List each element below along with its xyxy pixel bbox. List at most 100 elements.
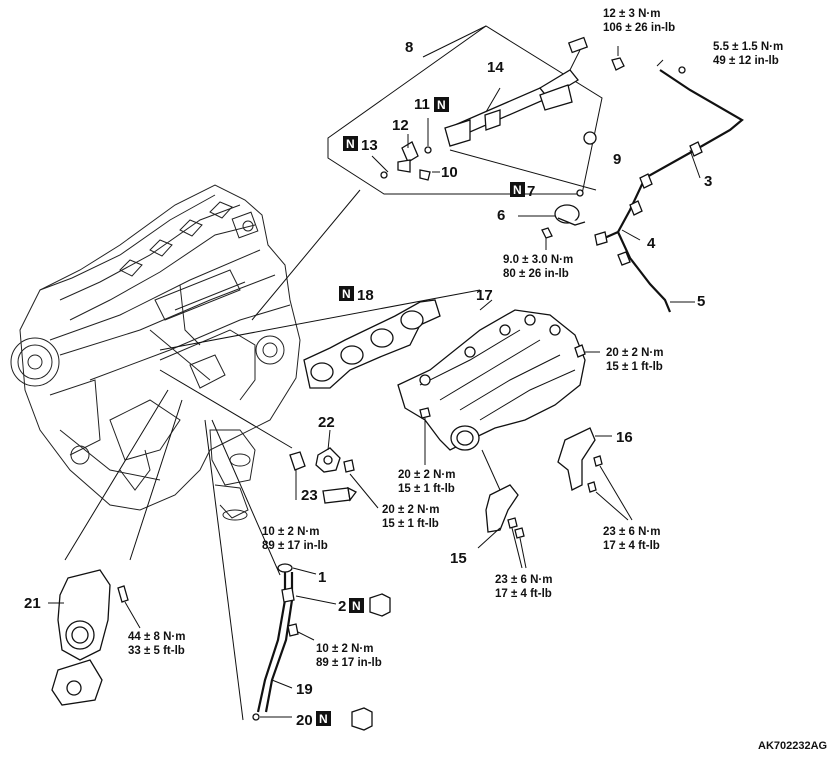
svg-text:N: N — [513, 183, 522, 197]
part-label-9: 9 — [613, 151, 621, 168]
part-label-15: 15 — [450, 550, 467, 567]
svg-text:11: 11 — [414, 96, 430, 113]
svg-text:19: 19 — [296, 681, 313, 698]
svg-text:23: 23 — [301, 487, 318, 504]
svg-text:15: 15 — [450, 550, 467, 567]
svg-text:5: 5 — [697, 293, 705, 310]
svg-text:33 ± 5 ft-lb: 33 ± 5 ft-lb — [128, 645, 185, 657]
svg-text:15 ± 1 ft-lb: 15 ± 1 ft-lb — [398, 483, 455, 495]
engine-leader-lines — [64, 189, 481, 721]
svg-text:12 ± 3 N·m: 12 ± 3 N·m — [603, 8, 660, 20]
svg-text:20 ± 2 N·m: 20 ± 2 N·m — [398, 469, 455, 481]
svg-text:20: 20 — [296, 712, 313, 729]
svg-text:16: 16 — [616, 429, 633, 446]
svg-text:5.5 ± 1.5 N·m: 5.5 ± 1.5 N·m — [713, 41, 783, 53]
intake-manifold — [397, 299, 600, 465]
pressure-regulator — [518, 189, 586, 250]
svg-text:14: 14 — [487, 59, 504, 76]
fuel-rail — [444, 36, 597, 147]
svg-text:15 ± 1 ft-lb: 15 ± 1 ft-lb — [606, 361, 663, 373]
svg-text:N: N — [437, 98, 446, 112]
svg-text:23 ± 6 N·m: 23 ± 6 N·m — [495, 574, 552, 586]
part-label-22: 22 — [318, 414, 335, 431]
part-label-3: 3 — [704, 173, 712, 190]
torque-spec-bracket-15: 23 ± 6 N·m 17 ± 4 ft-lb — [495, 574, 552, 600]
sealant-tube-icon — [351, 593, 391, 731]
torque-spec-manifold-bolt: 20 ± 2 N·m 15 ± 1 ft-lb — [398, 469, 455, 495]
part-label-14: 14 — [487, 59, 504, 76]
bracket-15 — [477, 449, 527, 569]
svg-text:N: N — [342, 287, 351, 301]
svg-text:4: 4 — [647, 235, 656, 252]
svg-text:80 ± 26 in-lb: 80 ± 26 in-lb — [503, 268, 569, 280]
svg-text:89 ± 17 in-lb: 89 ± 17 in-lb — [262, 540, 328, 552]
part-label-7: N 7 — [510, 182, 535, 200]
part-label-17: 17 — [476, 287, 493, 304]
svg-text:20 ± 2 N·m: 20 ± 2 N·m — [606, 347, 663, 359]
fuel-pipe — [594, 59, 744, 313]
svg-text:1: 1 — [318, 569, 326, 586]
svg-text:2: 2 — [338, 598, 346, 615]
part-label-8: 8 — [405, 39, 413, 56]
svg-text:N: N — [319, 712, 328, 726]
fuel-rail-bolt — [611, 46, 625, 71]
part-label-5: 5 — [697, 293, 705, 310]
figure-code: AK702232AG — [758, 740, 827, 752]
svg-text:20 ± 2 N·m: 20 ± 2 N·m — [382, 504, 439, 516]
part-label-2: 2 N — [338, 598, 364, 615]
part-label-18: N 18 — [339, 286, 374, 304]
svg-text:17 ± 4 ft-lb: 17 ± 4 ft-lb — [603, 540, 660, 552]
torque-spec-manifold-nut: 20 ± 2 N·m 15 ± 1 ft-lb — [606, 347, 663, 373]
svg-text:106 ± 26 in-lb: 106 ± 26 in-lb — [603, 22, 675, 34]
svg-text:9: 9 — [613, 151, 621, 168]
torque-spec-knock-sensor-bracket: 20 ± 2 N·m 15 ± 1 ft-lb — [382, 504, 439, 530]
torque-spec-regulator-bolt: 9.0 ± 3.0 N·m 80 ± 26 in-lb — [503, 254, 573, 280]
torque-spec-bracket-16: 23 ± 6 N·m 17 ± 4 ft-lb — [603, 526, 660, 552]
svg-text:7: 7 — [527, 183, 535, 200]
part-label-1: 1 — [318, 569, 326, 586]
svg-text:89 ± 17 in-lb: 89 ± 17 in-lb — [316, 657, 382, 669]
svg-text:6: 6 — [497, 207, 505, 224]
knock-sensor — [289, 429, 379, 509]
part-label-12: 12 — [392, 117, 409, 134]
svg-text:22: 22 — [318, 414, 335, 431]
torque-spec-knock-sensor: 10 ± 2 N·m 89 ± 17 in-lb — [262, 526, 328, 552]
torque-spec-engine-mount: 44 ± 8 N·m 33 ± 5 ft-lb — [128, 631, 185, 657]
part-label-6: 6 — [497, 207, 505, 224]
svg-text:8: 8 — [405, 39, 413, 56]
svg-text:3: 3 — [704, 173, 712, 190]
svg-text:44 ± 8 N·m: 44 ± 8 N·m — [128, 631, 185, 643]
svg-text:N: N — [346, 137, 355, 151]
part-label-10: 10 — [441, 164, 458, 181]
part-label-20: 20 N — [296, 711, 331, 729]
svg-text:21: 21 — [24, 595, 41, 612]
svg-text:17 ± 4 ft-lb: 17 ± 4 ft-lb — [495, 588, 552, 600]
svg-text:12: 12 — [392, 117, 409, 134]
svg-text:18: 18 — [357, 287, 374, 304]
fuel-rail-assembly-box — [327, 25, 603, 195]
svg-text:23 ± 6 N·m: 23 ± 6 N·m — [603, 526, 660, 538]
svg-text:49 ± 12 in-lb: 49 ± 12 in-lb — [713, 55, 779, 67]
part-label-23: 23 — [301, 487, 318, 504]
svg-text:15 ± 1 ft-lb: 15 ± 1 ft-lb — [382, 518, 439, 530]
part-label-4: 4 — [647, 235, 656, 252]
torque-spec-fuel-rail-bolt: 12 ± 3 N·m 106 ± 26 in-lb — [603, 8, 675, 34]
svg-text:17: 17 — [476, 287, 493, 304]
engine-block-illustration — [10, 184, 301, 521]
engine-mount — [48, 569, 141, 706]
svg-text:9.0 ± 3.0 N·m: 9.0 ± 3.0 N·m — [503, 254, 573, 266]
injector-parts — [371, 118, 597, 191]
torque-spec-dipstick-bolt: 10 ± 2 N·m 89 ± 17 in-lb — [316, 643, 382, 669]
svg-text:10 ± 2 N·m: 10 ± 2 N·m — [316, 643, 373, 655]
svg-text:10 ± 2 N·m: 10 ± 2 N·m — [262, 526, 319, 538]
part-label-11: 11 N — [414, 96, 449, 113]
svg-text:10: 10 — [441, 164, 458, 181]
svg-text:13: 13 — [361, 137, 378, 154]
part-label-16: 16 — [616, 429, 633, 446]
intake-gasket — [303, 299, 441, 389]
dipstick — [252, 563, 337, 721]
torque-spec-fuel-pipe-clamp: 5.5 ± 1.5 N·m 49 ± 12 in-lb — [713, 41, 783, 67]
bracket-16 — [557, 427, 633, 521]
